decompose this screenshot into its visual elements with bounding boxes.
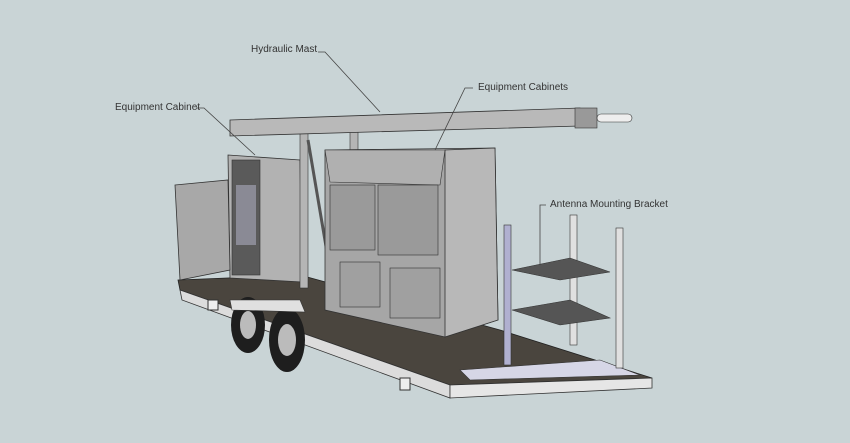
equipment-cabinet-left [174, 154, 303, 283]
label-equipment-cabinet: Equipment Cabinet [115, 102, 201, 113]
wheels [229, 297, 306, 372]
label-hydraulic-mast: Hydraulic Mast [251, 44, 318, 55]
label-equipment-cabinets: Equipment Cabinets [478, 82, 569, 93]
equipment-cabinets-main [324, 147, 499, 338]
label-antenna-bracket: Antenna Mounting Bracket [550, 199, 668, 210]
leader-lines [196, 51, 546, 265]
antenna-mounting-bracket [503, 214, 624, 369]
hydraulic-mast [229, 107, 633, 137]
